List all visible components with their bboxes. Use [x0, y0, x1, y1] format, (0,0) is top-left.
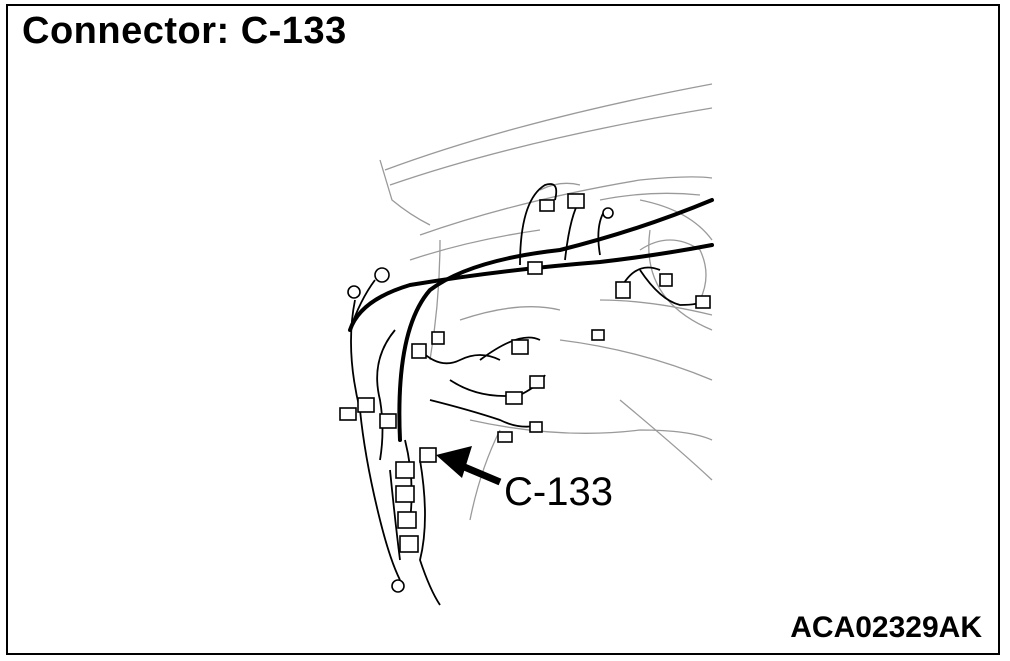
main-harness — [348, 198, 714, 442]
figure-frame: Connector: C-133 ACA02329AK — [6, 4, 1000, 655]
callout-label: C-133 — [504, 470, 613, 514]
connectors — [339, 193, 711, 553]
ground-terminals — [347, 207, 614, 593]
figure-code: ACA02329AK — [790, 611, 982, 644]
callout-arrow — [436, 446, 502, 486]
figure-title: Connector: C-133 — [22, 10, 347, 52]
